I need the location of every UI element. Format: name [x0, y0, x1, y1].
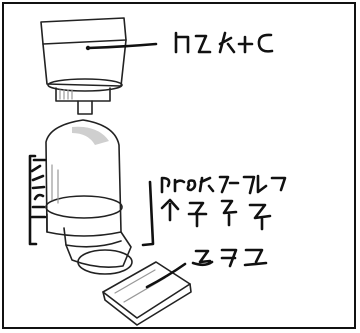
mouthpiece-pointer	[141, 180, 155, 247]
canister-pointer	[85, 42, 158, 51]
figure-frame	[2, 2, 356, 329]
mouthpiece-label-handwriting	[160, 174, 287, 231]
cap-illustration	[102, 261, 192, 326]
cap-pointer	[145, 262, 187, 289]
spacer-label-handwriting	[30, 158, 47, 219]
spacer-bracket	[28, 154, 38, 246]
canister-label-handwriting	[174, 31, 274, 54]
spacer-illustration	[45, 119, 133, 275]
cap-label-handwriting	[191, 248, 268, 268]
canister-illustration	[40, 17, 127, 115]
